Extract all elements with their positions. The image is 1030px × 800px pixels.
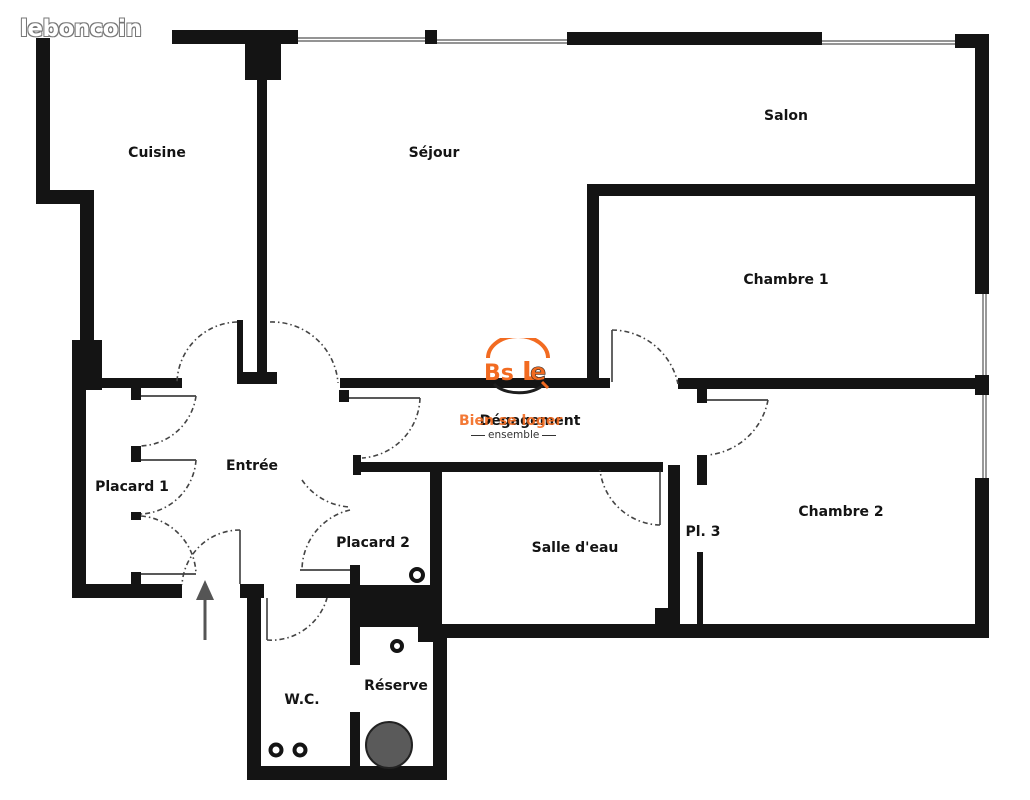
- door-swings: [139, 321, 769, 641]
- leboncoin-watermark: leboncoin: [20, 16, 142, 42]
- room-label-reserve: Réserve: [364, 678, 428, 694]
- room-label-chambre-1: Chambre 1: [743, 272, 829, 288]
- drain-icon: [390, 639, 404, 653]
- fixtures: [268, 567, 425, 769]
- drain-icon: [268, 742, 284, 758]
- room-label-chambre-2: Chambre 2: [798, 504, 884, 520]
- arrow-up-icon: [196, 580, 214, 640]
- room-label-cuisine: Cuisine: [128, 145, 186, 161]
- room-label-pl-3: Pl. 3: [685, 524, 721, 540]
- agency-name: Bien se loger: [459, 413, 563, 429]
- room-label-placard-1: Placard 1: [95, 479, 169, 495]
- svg-text:e: e: [530, 358, 546, 386]
- interior-walls: [86, 78, 988, 772]
- room-label-entree: Entrée: [225, 458, 279, 474]
- drain-icon: [292, 742, 308, 758]
- room-label-sejour: Séjour: [408, 145, 460, 161]
- agency-tagline: ensemble: [468, 429, 559, 441]
- svg-text:Bs: Bs: [484, 361, 514, 386]
- drain-icon: [409, 567, 425, 583]
- room-label-salon: Salon: [764, 108, 808, 124]
- room-label-degagement: Dégagement: [479, 413, 581, 429]
- water-heater-icon: [365, 721, 413, 769]
- agency-logo: Bs L e: [484, 338, 550, 395]
- room-label-wc: W.C.: [284, 692, 320, 708]
- svg-text:L: L: [522, 357, 539, 387]
- room-label-salle-eau: Salle d'eau: [531, 540, 619, 556]
- room-label-placard-2: Placard 2: [336, 535, 410, 551]
- outer-walls: [36, 30, 989, 780]
